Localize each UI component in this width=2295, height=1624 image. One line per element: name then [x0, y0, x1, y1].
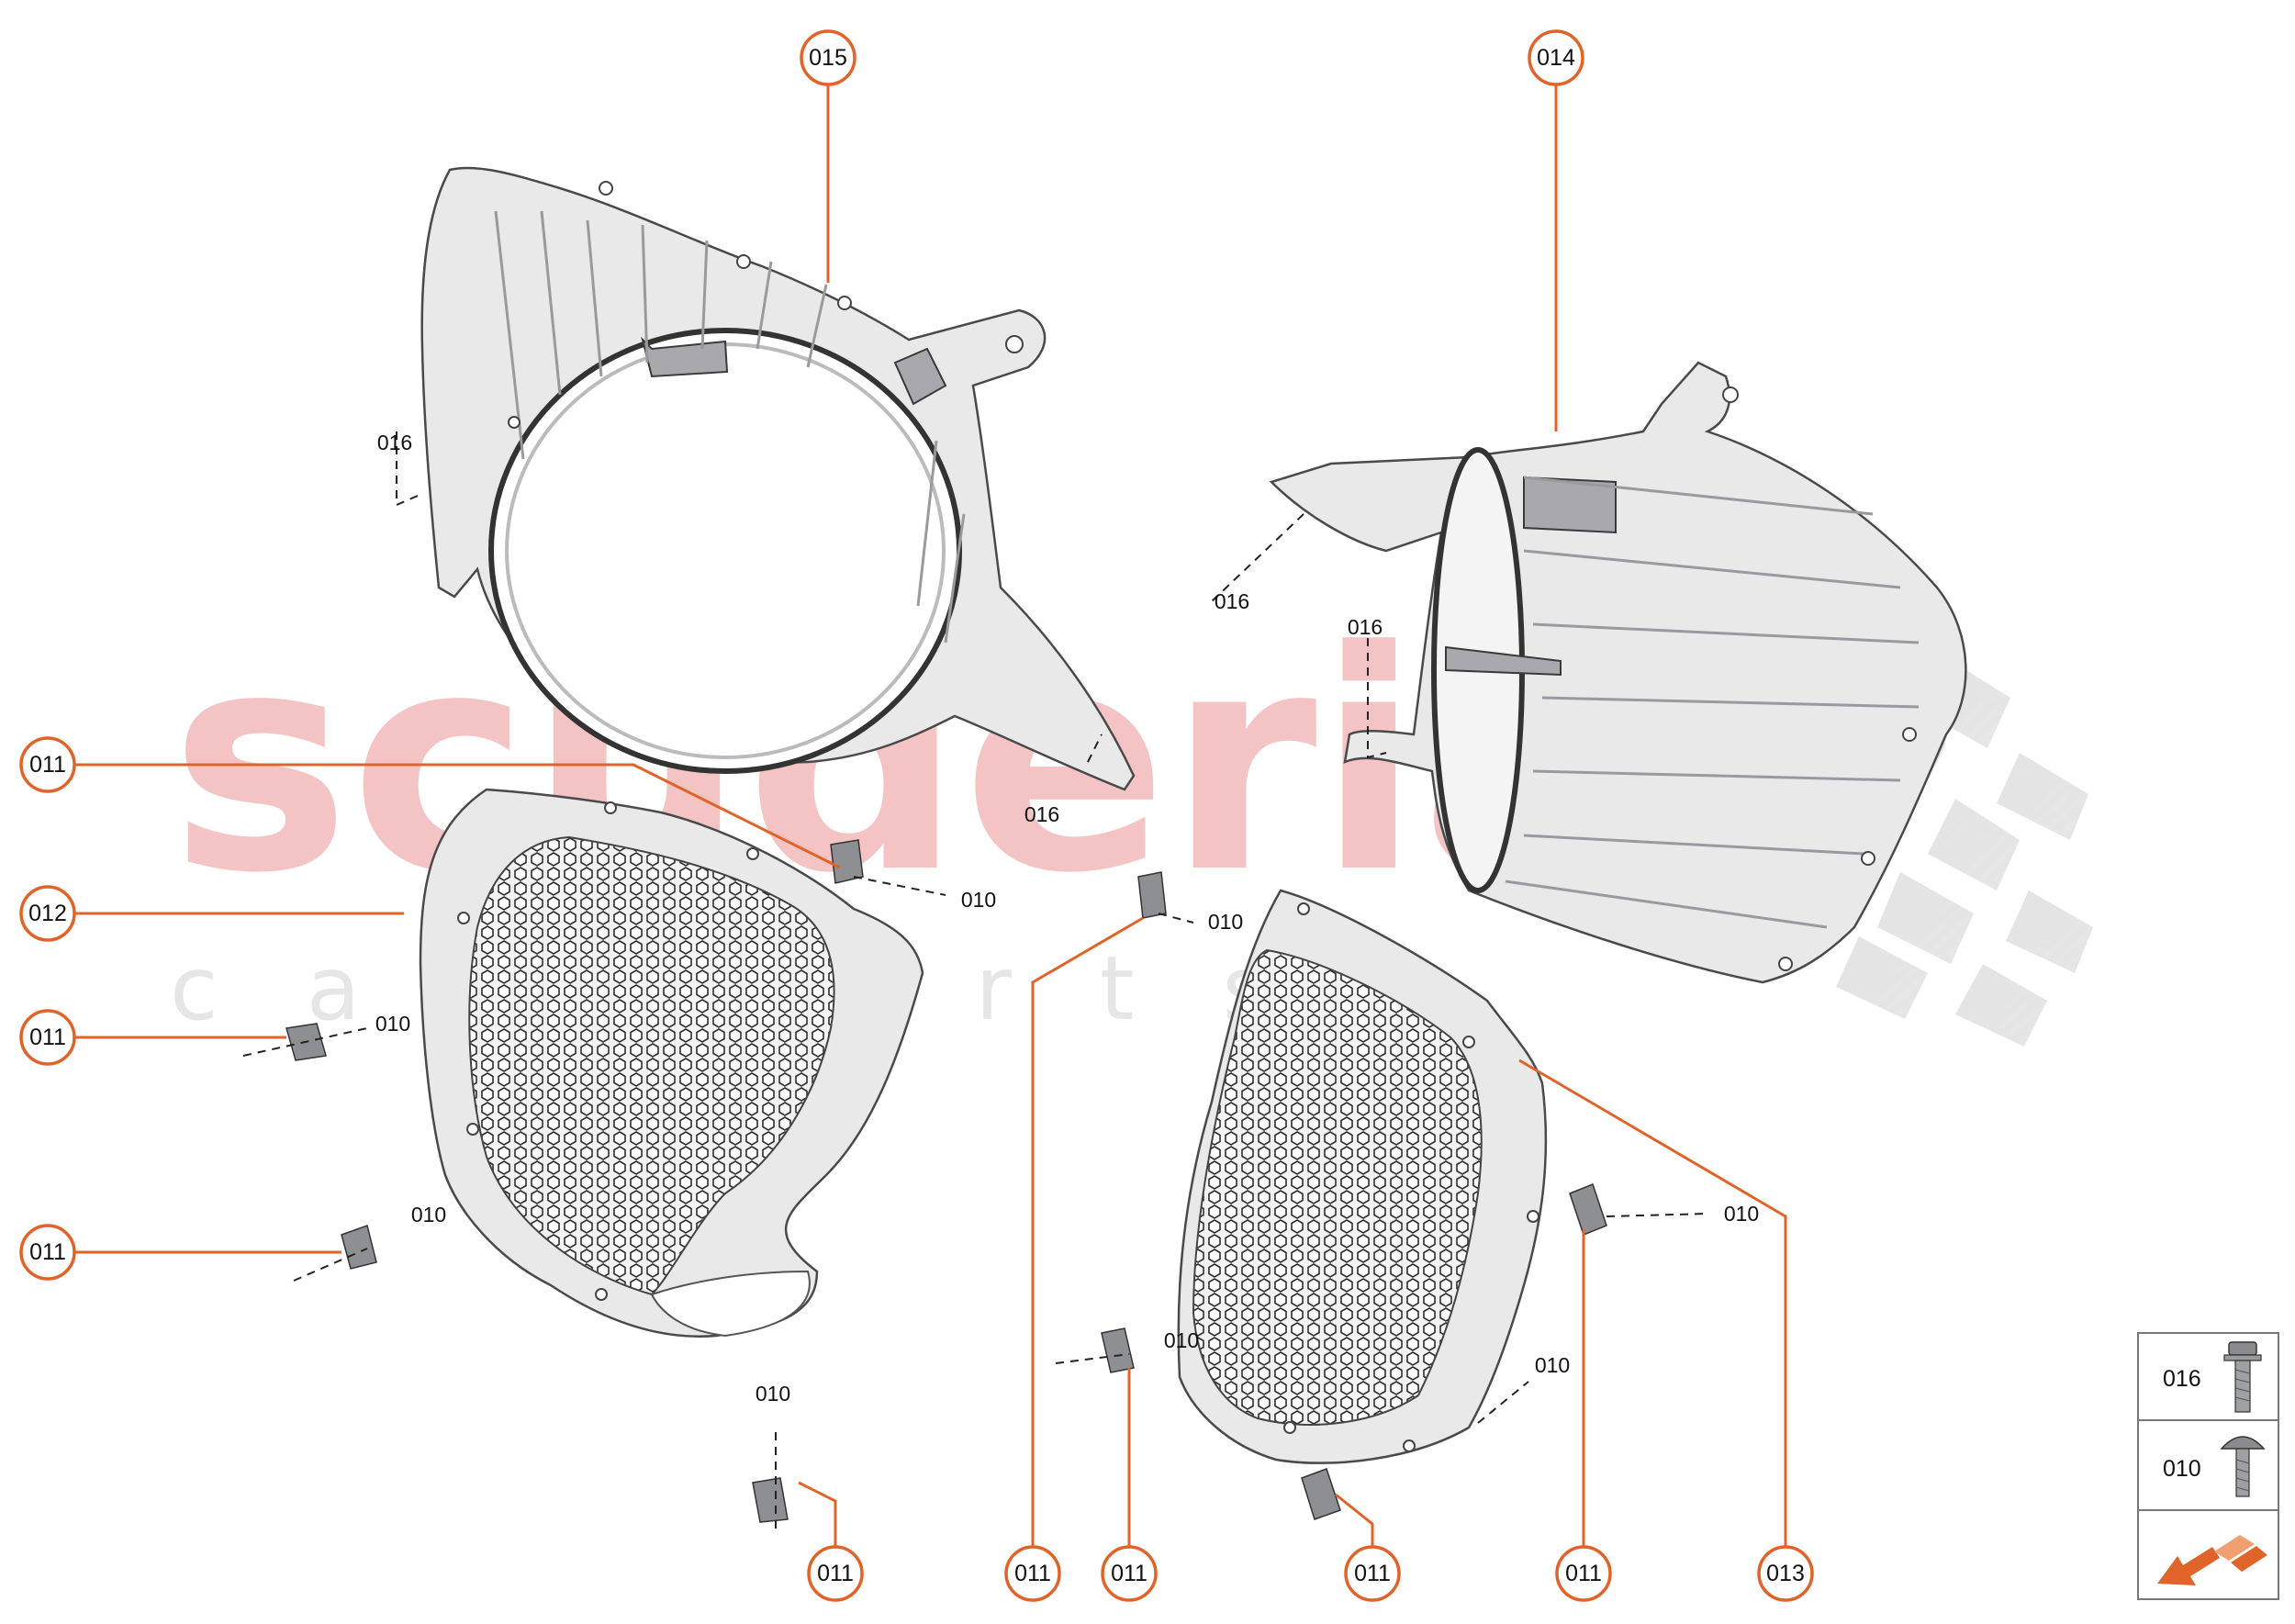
part-012-speaker-grille-left — [419, 788, 924, 1338]
fastener-legend: 016 010 — [2137, 1332, 2279, 1600]
callout-011-bottom-1[interactable]: 011 — [807, 1545, 864, 1602]
callout-011-bottom-2[interactable]: 011 — [1004, 1545, 1061, 1602]
part-013-speaker-grille-right — [1177, 889, 1548, 1464]
legend-label-016: 016 — [2163, 1366, 2201, 1392]
callout-011-bottom-4[interactable]: 011 — [1344, 1545, 1401, 1602]
svg-text:011: 011 — [1014, 1561, 1051, 1586]
clip-011-g — [1301, 1468, 1341, 1520]
svg-text:011: 011 — [1565, 1561, 1602, 1586]
direction-arrow-icon[interactable] — [2157, 1535, 2267, 1585]
flange-bolt-icon — [2223, 1341, 2262, 1413]
legend-label-010: 010 — [2163, 1456, 2201, 1482]
part-015-speaker-housing-left — [420, 166, 1136, 791]
label-010-mid-left-clip: 010 — [375, 1012, 410, 1036]
callout-015[interactable]: 015 — [800, 29, 856, 86]
label-010-top-left-clip: 010 — [961, 888, 996, 912]
label-010-right-grille-upper: 010 — [1724, 1202, 1759, 1226]
svg-text:011: 011 — [1111, 1561, 1148, 1586]
label-010-lower-left-clip: 010 — [411, 1203, 446, 1226]
svg-text:011: 011 — [1354, 1561, 1391, 1586]
label-010-bottom-center-clip: 010 — [1164, 1328, 1199, 1352]
svg-text:014: 014 — [1537, 45, 1575, 71]
clip-011-d — [752, 1477, 789, 1523]
svg-text:011: 011 — [29, 752, 66, 778]
svg-text:011: 011 — [29, 1025, 66, 1050]
svg-text:012: 012 — [28, 901, 67, 926]
label-016-right-housing-upper: 016 — [1215, 589, 1249, 613]
svg-text:015: 015 — [809, 45, 847, 71]
button-head-screw-icon — [2220, 1436, 2266, 1497]
fastener-dashed-lines — [242, 431, 1708, 1533]
svg-text:011: 011 — [29, 1239, 66, 1265]
callout-012[interactable]: 012 — [19, 885, 76, 942]
clip-011-e — [1137, 871, 1167, 919]
callout-011-bottom-5[interactable]: 011 — [1555, 1545, 1612, 1602]
clip-011-c — [341, 1225, 377, 1270]
part-014-speaker-housing-right — [1269, 361, 1967, 984]
clip-011-a — [830, 839, 864, 884]
clip-011-h — [1569, 1183, 1607, 1236]
callout-013[interactable]: 013 — [1757, 1545, 1814, 1602]
callout-011-lower-left[interactable]: 011 — [19, 1224, 76, 1281]
svg-text:013: 013 — [1766, 1561, 1805, 1586]
label-010-bottom-left-clip: 010 — [756, 1382, 790, 1406]
label-016-left-housing-tab: 016 — [1024, 802, 1059, 826]
callout-011-bottom-3[interactable]: 011 — [1101, 1545, 1158, 1602]
label-016-right-housing-inner: 016 — [1348, 615, 1383, 639]
label-010-top-right-clip: 010 — [1208, 910, 1243, 934]
callout-014[interactable]: 014 — [1528, 29, 1584, 86]
label-016-left-housing: 016 — [377, 431, 412, 454]
label-010-right-grille-lower: 010 — [1535, 1353, 1570, 1377]
clip-011-f — [1101, 1327, 1135, 1373]
callout-011-top-left[interactable]: 011 — [19, 736, 76, 793]
callout-011-mid-left[interactable]: 011 — [19, 1009, 76, 1066]
svg-text:011: 011 — [817, 1561, 854, 1586]
